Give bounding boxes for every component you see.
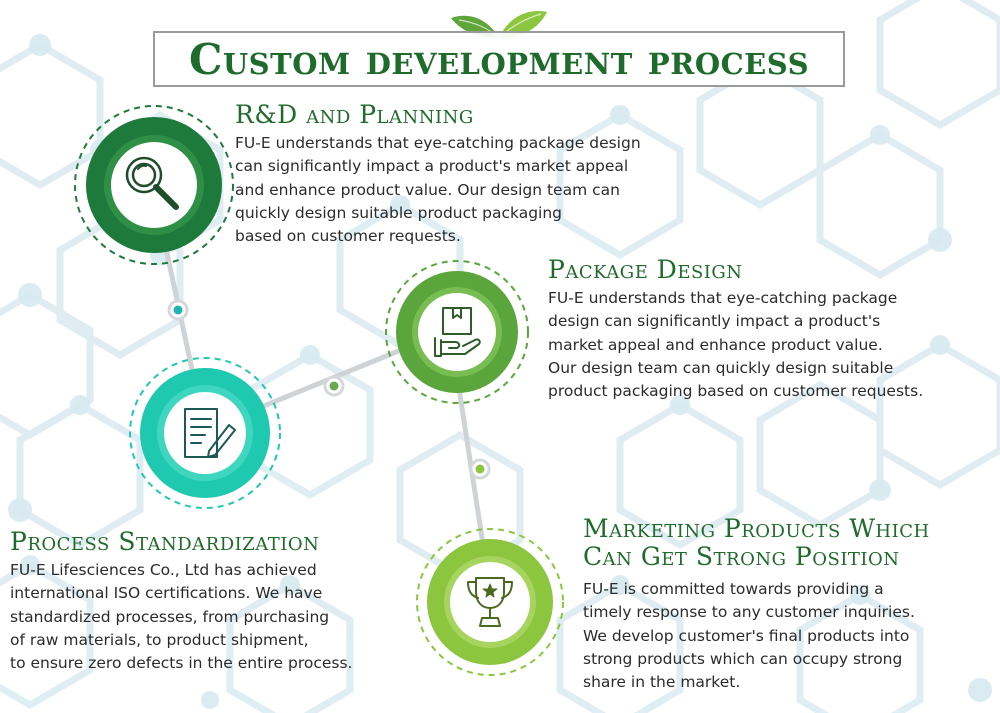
description-line: FU-E is committed towards providing a: [583, 580, 884, 598]
document-pen-icon: [184, 408, 236, 458]
description-line: based on customer requests.: [235, 227, 461, 246]
description-line: strong products which can occupy strong: [583, 649, 903, 668]
connector-dot-3: [469, 458, 491, 480]
step-rd-planning-node: [72, 103, 236, 267]
description-line: market appeal and enhance product value.: [548, 335, 883, 354]
title-box: Custom development process: [153, 31, 845, 87]
description-line: and enhance product value. Our design te…: [235, 180, 620, 199]
page-title: Custom development process: [188, 35, 810, 84]
description-line: share in the market.: [583, 673, 741, 692]
magnifier-icon: [125, 156, 179, 210]
step-package-design-title: Package Design: [548, 255, 743, 284]
step-marketing-products-title: Marketing Products Which Can Get Strong …: [583, 515, 930, 571]
step-marketing-products-node: [414, 526, 566, 678]
step-process-standardization-description: FU-E Lifesciences Co., Ltd has achieved …: [10, 559, 352, 675]
step-package-design-description: FU-E understands that eye-catching packa…: [548, 287, 923, 403]
description-line: quickly design suitable product packagin…: [235, 203, 563, 222]
description-line: Our design team can quickly design suita…: [548, 358, 894, 377]
step-process-standardization-title: Process Standardization: [10, 527, 320, 556]
description-line: international ISO certifications. We hav…: [10, 584, 323, 603]
connector-dot-2: [323, 375, 345, 397]
box-in-hand-icon: [434, 307, 481, 357]
description-line: can significantly impact a product's mar…: [235, 157, 629, 176]
step-package-design-node: [383, 258, 531, 406]
description-line: of raw materials, to product shipment,: [10, 630, 309, 649]
title-line: Marketing Products Which: [583, 514, 930, 543]
connector-dot-1: [167, 299, 189, 321]
description-line: design can significantly impact a produc…: [548, 312, 881, 331]
description-line: standardized processes, from purchasing: [10, 607, 330, 626]
description-line: product packaging based on customer requ…: [548, 382, 924, 401]
description-line: FU-E understands that eye-catching packa…: [548, 289, 898, 307]
description-line: to ensure zero defects in the entire pro…: [10, 654, 353, 673]
description-line: FU-E Lifesciences Co., Ltd has achieved: [10, 561, 317, 579]
description-line: We develop customer's final products int…: [583, 626, 910, 645]
description-line: FU-E understands that eye-catching packa…: [235, 134, 641, 152]
title-line: Can Get Strong Position: [583, 542, 900, 571]
step-rd-planning-description: FU-E understands that eye-catching packa…: [235, 132, 641, 248]
step-rd-planning-title: R&D and Planning: [235, 100, 474, 129]
trophy-icon: [467, 577, 513, 627]
step-process-standardization-node: [127, 355, 283, 511]
description-line: timely response to any customer inquirie…: [583, 603, 915, 622]
step-marketing-products-description: FU-E is committed towards providing a ti…: [583, 578, 915, 694]
